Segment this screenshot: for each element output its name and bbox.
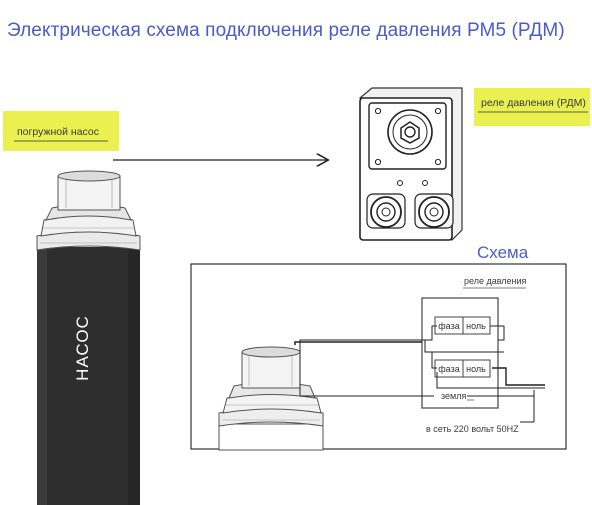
pump-body-label: НАСОС: [73, 315, 92, 381]
terminal-top-neutral-label: ноль: [466, 321, 486, 331]
schema-relay-box: [421, 297, 499, 409]
network-label: в сеть 220 вольт 50HZ: [426, 424, 519, 434]
schema-relay-label: реле давления: [464, 276, 527, 286]
terminal-top-phase-label: фаза: [438, 321, 459, 331]
ground-label: земля: [440, 391, 468, 401]
schema-wiring: [294, 325, 545, 423]
schema-frame: [190, 263, 567, 450]
pressure-relay-device: [359, 87, 463, 241]
pump-callout-label: погружной насос: [17, 126, 99, 138]
pump-illustration: [36, 170, 141, 505]
schema-pump-illustration: [218, 346, 324, 451]
page-title: Электрическая схема подключения реле дав…: [7, 20, 565, 41]
pump-callout-highlight: [3, 111, 119, 151]
terminal-bottom-phase-label: фаза: [438, 364, 459, 374]
relay-callout-highlight: [474, 88, 590, 126]
terminal-bottom-neutral: [462, 359, 491, 378]
relay-callout-label: реле давления (РДМ): [481, 97, 586, 109]
terminal-bottom-neutral-label: ноль: [466, 364, 486, 374]
schema-title: Схема: [477, 243, 529, 262]
